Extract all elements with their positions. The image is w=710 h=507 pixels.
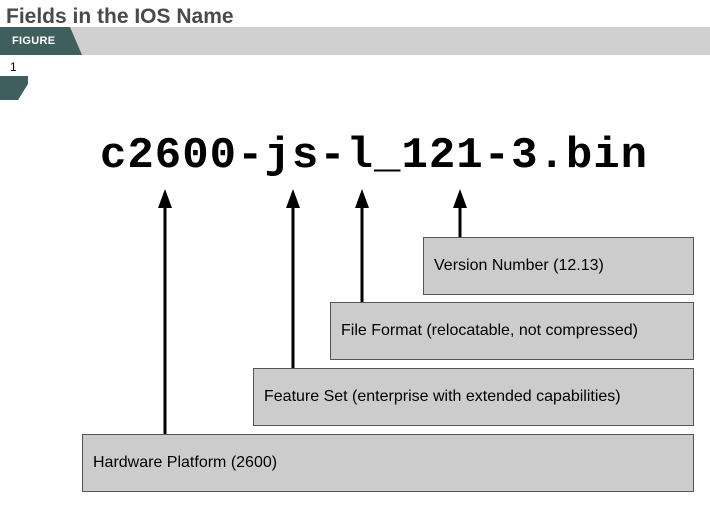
- arrow-hardware: [158, 189, 172, 434]
- field-box-version: Version Number (12.13): [423, 237, 694, 295]
- figure-tab: FIGURE: [0, 27, 82, 55]
- arrow-feature: [286, 189, 300, 368]
- field-box-hardware-platform: Hardware Platform (2600): [82, 434, 694, 492]
- arrow-format: [355, 189, 369, 302]
- field-box-file-format: File Format (relocatable, not compressed…: [330, 302, 694, 360]
- ios-filename: c2600-js-l_121-3.bin: [100, 131, 649, 181]
- figure-tab-shape: [0, 27, 82, 55]
- arrow-version: [453, 189, 467, 237]
- figure-header-bar: FIGURE: [0, 27, 710, 55]
- page-title: Fields in the IOS Name: [6, 5, 234, 28]
- figure-number-tab-shape: [0, 76, 28, 100]
- field-box-feature-set: Feature Set (enterprise with extended ca…: [253, 368, 694, 426]
- figure-number: 1: [10, 60, 17, 74]
- figure-label: FIGURE: [12, 35, 56, 47]
